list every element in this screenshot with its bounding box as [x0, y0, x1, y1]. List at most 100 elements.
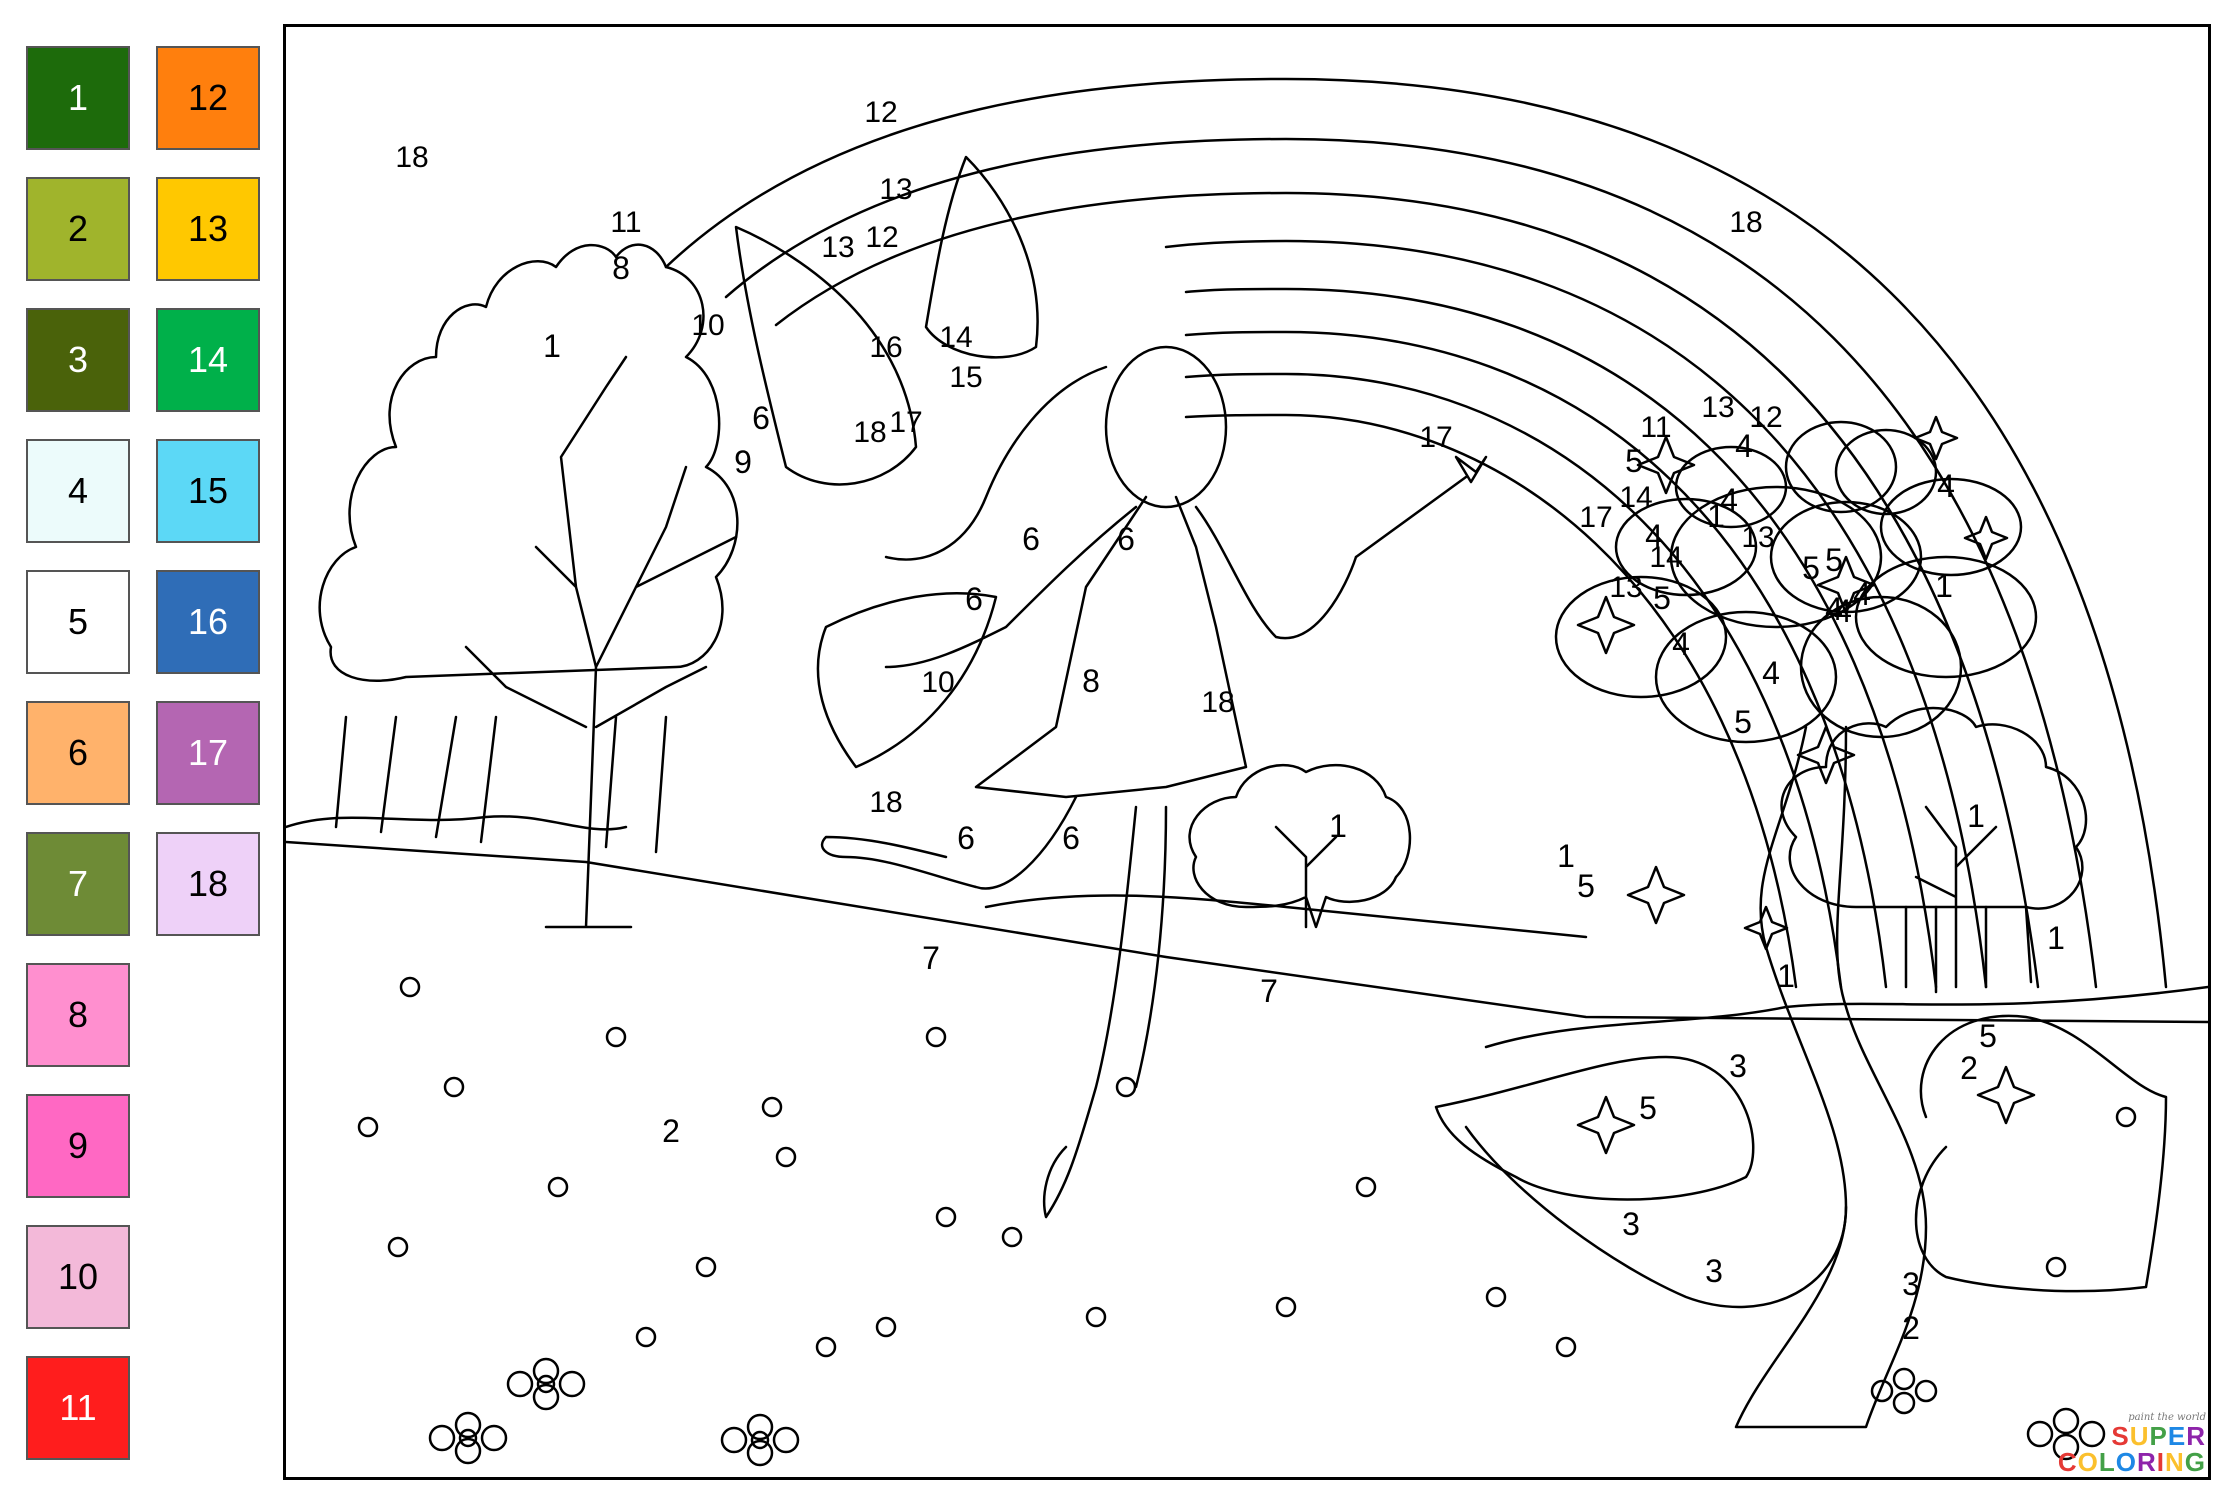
swatch-2[interactable]: 2: [26, 177, 130, 281]
region-label: 6: [1022, 521, 1040, 557]
region-label: 17: [1579, 501, 1612, 534]
region-label: 4: [1762, 655, 1780, 691]
region-label: 12: [1749, 401, 1782, 434]
rainbow[interactable]: [664, 77, 2168, 989]
region-label: 4: [1720, 482, 1738, 518]
swatch-9[interactable]: 9: [26, 1094, 130, 1198]
region-label: 4: [1834, 593, 1852, 629]
swatch-15[interactable]: 15: [156, 439, 260, 543]
region-label: 6: [1062, 820, 1080, 856]
region-label: 2: [1902, 1310, 1920, 1346]
region-label: 18: [853, 416, 886, 449]
small-tree[interactable]: [1188, 763, 1412, 929]
swatch-14[interactable]: 14: [156, 308, 260, 412]
region-label: 6: [957, 820, 975, 856]
region-label: 1: [543, 328, 561, 364]
region-label: 12: [864, 96, 897, 129]
region-label: 5: [1653, 580, 1671, 616]
region-label: 13: [1701, 391, 1734, 424]
swatch-3[interactable]: 3: [26, 308, 130, 412]
region-label: 1: [1777, 958, 1795, 994]
region-label: 17: [1419, 421, 1452, 454]
swatch-13[interactable]: 13: [156, 177, 260, 281]
region-label: 12: [865, 221, 898, 254]
watermark-logo-2: COLORING: [2057, 1447, 2206, 1477]
swatch-18[interactable]: 18: [156, 832, 260, 936]
site-watermark: paint the world SUPER COLORING: [2057, 1412, 2206, 1477]
region-label: 3: [1729, 1048, 1747, 1084]
region-label: 7: [1260, 973, 1278, 1009]
region-label: 1: [1329, 808, 1347, 844]
fairy[interactable]: [734, 155, 1488, 1219]
coloring-scene[interactable]: 1811112131213141516171817181112131417114…: [286, 27, 2208, 1477]
region-label: 18: [395, 141, 428, 174]
region-label: 13: [879, 173, 912, 206]
region-label: 2: [662, 1113, 680, 1149]
swatch-17[interactable]: 17: [156, 701, 260, 805]
region-label: 13: [1609, 571, 1642, 604]
region-label: 5: [1577, 868, 1595, 904]
region-label: 4: [1735, 428, 1753, 464]
region-label: 2: [1960, 1050, 1978, 1086]
region-label: 5: [1734, 704, 1752, 740]
region-label: 4: [1825, 591, 1843, 627]
region-label: 5: [1639, 1090, 1657, 1126]
region-label: 4: [1645, 518, 1663, 554]
region-label: 18: [1201, 686, 1234, 719]
swatch-16[interactable]: 16: [156, 570, 260, 674]
swatch-7[interactable]: 7: [26, 832, 130, 936]
swatch-11[interactable]: 11: [26, 1356, 130, 1460]
swatch-1[interactable]: 1: [26, 46, 130, 150]
region-label: 14: [1649, 541, 1682, 574]
region-label: 8: [1082, 663, 1100, 699]
region-label: 13: [821, 231, 854, 264]
region-label: 8: [612, 250, 630, 286]
region-label: 1: [1967, 798, 1985, 834]
swatch-10[interactable]: 10: [26, 1225, 130, 1329]
region-label: 7: [922, 940, 940, 976]
region-label: 10: [691, 309, 724, 342]
ground[interactable]: [286, 815, 2208, 1049]
region-label: 13: [1741, 521, 1774, 554]
swatch-6[interactable]: 6: [26, 701, 130, 805]
region-label: 15: [949, 361, 982, 394]
region-label: 18: [869, 786, 902, 819]
region-label: 5: [1625, 443, 1643, 479]
region-label: 9: [734, 444, 752, 480]
region-label: 18: [1729, 206, 1762, 239]
region-label: 14: [1619, 481, 1652, 514]
region-label: 3: [1622, 1206, 1640, 1242]
region-label: 1: [1707, 498, 1725, 534]
swatch-12[interactable]: 12: [156, 46, 260, 150]
region-label: 11: [1640, 411, 1671, 444]
region-label: 6: [752, 400, 770, 436]
swatch-5[interactable]: 5: [26, 570, 130, 674]
watermark-logo: SUPER: [2111, 1421, 2206, 1451]
region-label: 1: [1935, 568, 1953, 604]
region-label: 5: [1825, 542, 1843, 578]
right-trunks[interactable]: [1904, 805, 2033, 994]
region-label: 4: [1672, 626, 1690, 662]
region-label: 1: [2047, 920, 2065, 956]
swatch-8[interactable]: 8: [26, 963, 130, 1067]
right-bush[interactable]: [1780, 706, 2088, 910]
region-label: 10: [921, 666, 954, 699]
watermark-tagline: paint the world: [2128, 1412, 2206, 1423]
region-label: 1: [1557, 838, 1575, 874]
region-label: 4: [1937, 468, 1955, 504]
region-label: 6: [965, 581, 983, 617]
swatch-4[interactable]: 4: [26, 439, 130, 543]
ground-flowers[interactable]: [357, 976, 2137, 1467]
region-label: 4: [1853, 576, 1871, 612]
left-trunks[interactable]: [334, 715, 668, 854]
region-label: 11: [610, 206, 641, 239]
sparkles[interactable]: [1576, 415, 2036, 1155]
region-label: 5: [1979, 1018, 1997, 1054]
region-label: 17: [889, 406, 922, 439]
region-label: 5: [1802, 550, 1820, 586]
bare-tree[interactable]: [464, 355, 738, 929]
region-label: 16: [869, 331, 902, 364]
left-bush[interactable]: [318, 243, 739, 682]
